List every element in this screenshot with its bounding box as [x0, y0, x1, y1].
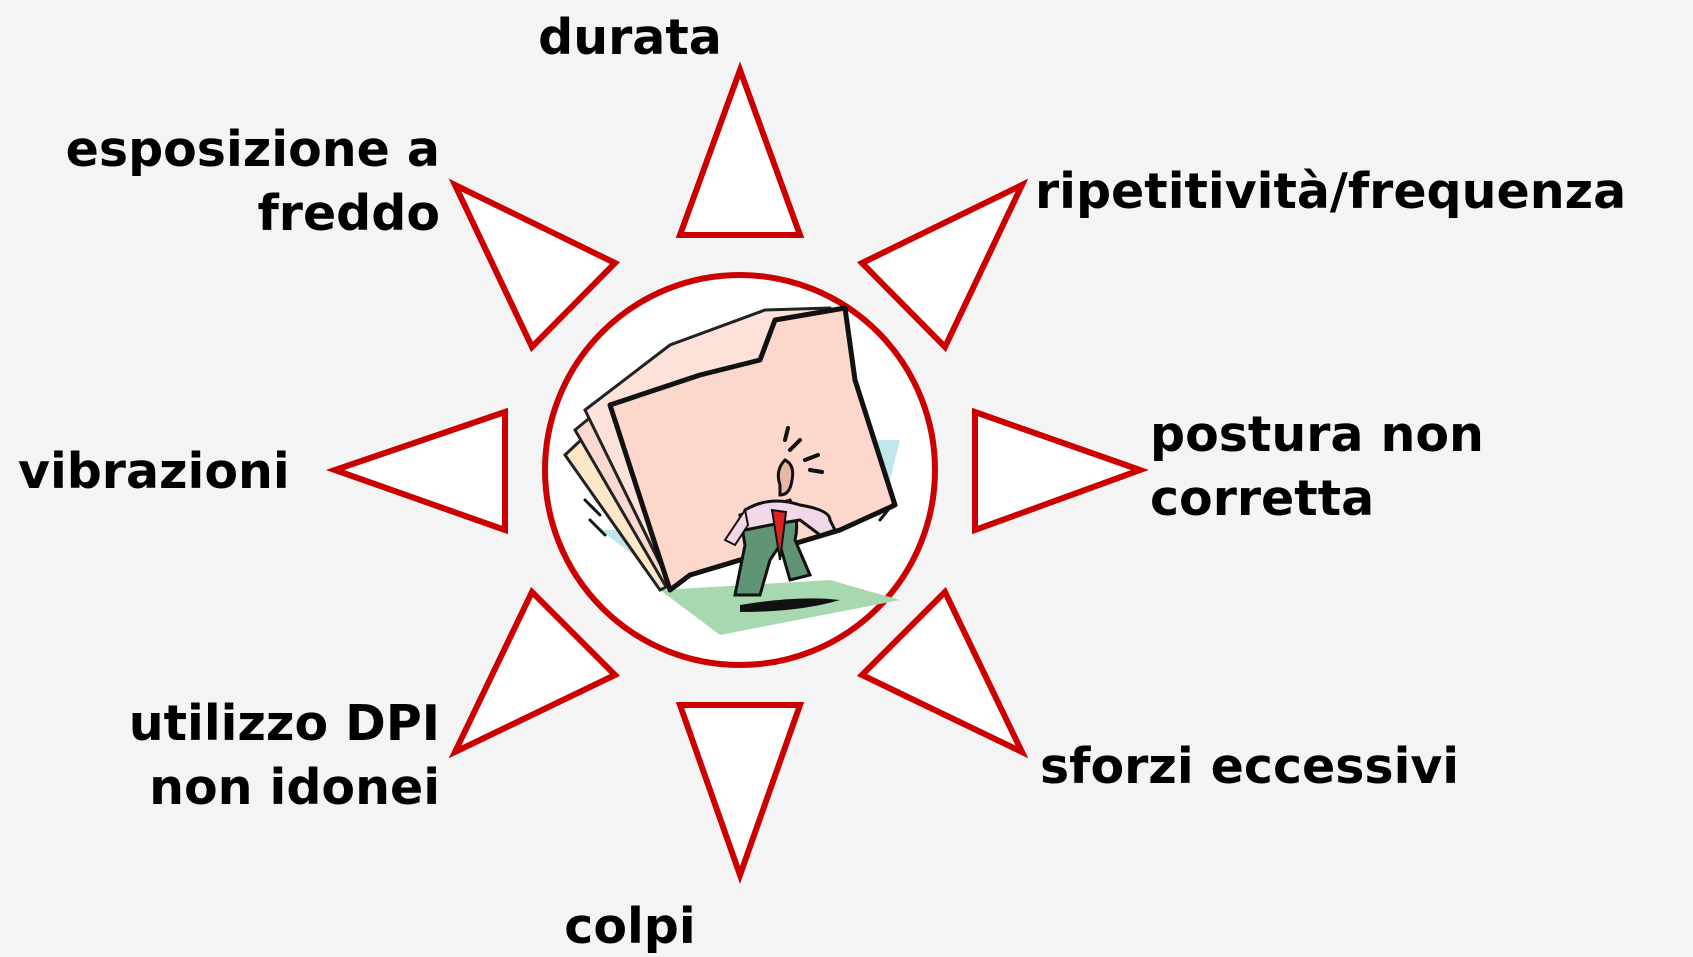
label-ripetitivita-line-1: ripetitività/frequenza	[1035, 160, 1626, 224]
label-utilizzo-line-2: non idonei	[129, 756, 440, 820]
triangle-bottom-right	[862, 592, 1022, 752]
label-postura-line-2: corretta	[1150, 467, 1484, 531]
triangle-top-left	[455, 185, 615, 347]
label-colpi: colpi	[480, 895, 780, 957]
label-durata: durata	[475, 6, 785, 70]
label-colpi-line-1: colpi	[480, 895, 780, 957]
label-ripetitivita-frequenza: ripetitività/frequenza	[1035, 160, 1626, 224]
label-durata-line-1: durata	[475, 6, 785, 70]
label-utilizzo-dpi-non-idonei: utilizzo DPI non idonei	[129, 692, 440, 820]
label-sforzi-eccessivi: sforzi eccessivi	[1040, 735, 1459, 799]
label-sforzi-line-1: sforzi eccessivi	[1040, 735, 1459, 799]
triangle-left	[335, 412, 505, 530]
triangle-bottom-left	[455, 592, 615, 752]
label-postura-non-corretta: postura non corretta	[1150, 403, 1484, 531]
label-postura-line-1: postura non	[1150, 403, 1484, 467]
label-vibrazioni-line-1: vibrazioni	[18, 440, 290, 504]
label-esposizione-line-2: freddo	[66, 182, 440, 246]
triangle-bottom	[680, 705, 800, 875]
triangle-top	[680, 70, 800, 235]
triangle-top-right	[862, 185, 1022, 347]
label-utilizzo-line-1: utilizzo DPI	[129, 692, 440, 756]
triangle-right	[975, 412, 1140, 530]
label-esposizione-a-freddo: esposizione a freddo	[66, 118, 440, 246]
label-esposizione-line-1: esposizione a	[66, 118, 440, 182]
label-vibrazioni: vibrazioni	[18, 440, 290, 504]
